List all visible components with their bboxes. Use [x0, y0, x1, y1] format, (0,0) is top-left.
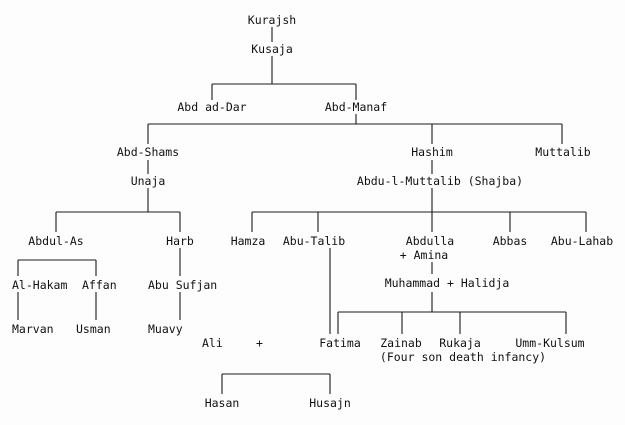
- node-husajn: Husajn: [309, 396, 351, 410]
- node-affan: Affan: [82, 278, 117, 292]
- node-marvan: Marvan: [12, 322, 54, 336]
- node-muttalib: Muttalib: [535, 145, 591, 159]
- node-abd-ad-dar: Abd ad-Dar: [177, 100, 247, 114]
- node-ali: Ali: [202, 336, 223, 350]
- node-abu-lahab: Abu-Lahab: [550, 234, 614, 248]
- node-abdulla: Abdulla: [405, 234, 455, 248]
- node-abu-talib: Abu-Talib: [282, 234, 346, 248]
- node-unaja: Unaja: [130, 174, 166, 188]
- node-muavy: Muavy: [148, 322, 183, 336]
- node-umm-kulsum: Umm-Kulsum: [515, 336, 585, 350]
- node-abd-shams: Abd-Shams: [116, 145, 180, 159]
- node-kurajsh: Kurajsh: [247, 13, 297, 27]
- node-fatima: Fatima: [319, 336, 361, 350]
- node-usman: Usman: [76, 322, 111, 336]
- node-kusaja: Kusaja: [251, 42, 293, 56]
- node-zainab: Zainab: [380, 336, 422, 350]
- node-four-son-note: (Four son death infancy): [379, 350, 547, 364]
- node-plus-amina: + Amina: [399, 248, 449, 262]
- node-hashim: Hashim: [411, 145, 453, 159]
- node-harb: Harb: [166, 234, 194, 248]
- node-al-hakam: Al-Hakam: [12, 278, 68, 292]
- node-plus: +: [256, 336, 263, 350]
- node-abu-sufjan: Abu Sufjan: [148, 278, 218, 292]
- node-abbas: Abbas: [492, 234, 528, 248]
- node-hasan: Hasan: [204, 396, 240, 410]
- node-muhammad-halidja: Muhammad + Halidja: [384, 276, 510, 290]
- node-abd-manaf: Abd-Manaf: [324, 100, 388, 114]
- node-abdu-l-muttalib: Abdu-l-Muttalib (Shajba): [356, 174, 524, 188]
- node-abdul-as: Abdul-As: [28, 234, 84, 248]
- node-rukaja: Rukaja: [439, 336, 481, 350]
- node-hamza: Hamza: [230, 234, 266, 248]
